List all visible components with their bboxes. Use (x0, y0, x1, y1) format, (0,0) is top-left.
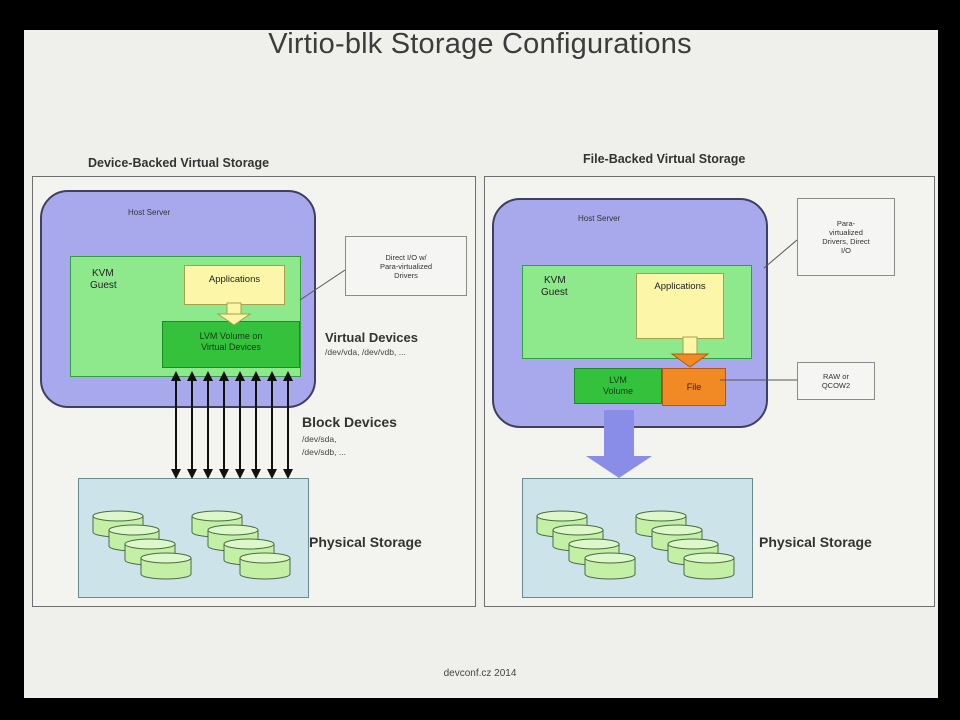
right-panel-title: File-Backed Virtual Storage (583, 152, 746, 166)
disk-stacks (92, 510, 735, 580)
right-callout-line1: Para- (836, 219, 856, 228)
right-callout-line3: Drivers, Direct (822, 237, 870, 246)
block-devices-sub1: /dev/sda, (302, 434, 337, 444)
left-callout-line3: Drivers (394, 270, 418, 280)
right-host-label: Host Server (578, 214, 621, 223)
right-callout-drivers: Para- virtualized Drivers, Direct I/O (797, 198, 895, 276)
disk-icon (239, 552, 291, 580)
right-apps-to-file-arrow (670, 336, 710, 368)
right-down-arrow (586, 410, 652, 478)
right-callout-format: RAW or QCOW2 (797, 362, 875, 400)
right-callout-line2: virtualized (829, 228, 863, 237)
left-apps-to-lvm-arrow (216, 302, 252, 326)
block-device-arrows (171, 371, 293, 479)
page-title: Virtio-blk Storage Configurations (268, 28, 692, 60)
left-callout: Direct I/O w/ Para-virtualized Drivers (345, 236, 467, 296)
left-guest-label-1: KVM (92, 268, 114, 279)
left-physical-storage-label: Physical Storage (309, 534, 422, 550)
right-lvm-volume-box: LVM Volume (574, 368, 662, 404)
right-callout-connector (763, 239, 798, 269)
block-devices-sub2: /dev/sdb, ... (302, 447, 346, 457)
left-lvm-volume-box: LVM Volume on Virtual Devices (162, 321, 300, 368)
left-panel-title: Device-Backed Virtual Storage (88, 156, 270, 170)
disk-icon (683, 552, 735, 580)
right-guest-label-1: KVM (544, 275, 566, 286)
left-lvm-line1: LVM Volume on (199, 331, 263, 341)
left-host-label: Host Server (128, 208, 171, 217)
right-guest-label-2: Guest (541, 287, 568, 298)
virtual-devices-sub: /dev/vda, /dev/vdb, ... (325, 347, 406, 357)
right-lvm-line2: Volume (602, 386, 634, 396)
left-applications-box: Applications (184, 265, 285, 305)
left-callout-connector (299, 269, 346, 301)
footer: devconf.cz 2014 (443, 668, 517, 679)
right-callout-format-line2: QCOW2 (821, 381, 851, 390)
right-lvm-line1: LVM (609, 375, 627, 385)
right-callout-line4: I/O (840, 246, 851, 255)
left-callout-line2: Para-virtualized (379, 261, 433, 271)
block-devices-label: Block Devices (302, 414, 397, 430)
right-physical-storage-label: Physical Storage (759, 534, 872, 550)
file-box: File (662, 368, 726, 406)
left-callout-line1: Direct I/O w/ (385, 252, 427, 262)
disk-icon (140, 552, 192, 580)
right-applications-box: Applications (636, 273, 724, 339)
disk-icon (584, 552, 636, 580)
left-lvm-line2: Virtual Devices (201, 342, 261, 352)
right-callout-format-line1: RAW or (823, 372, 849, 381)
left-guest-label-2: Guest (90, 280, 117, 291)
virtual-devices-label: Virtual Devices (325, 330, 418, 345)
